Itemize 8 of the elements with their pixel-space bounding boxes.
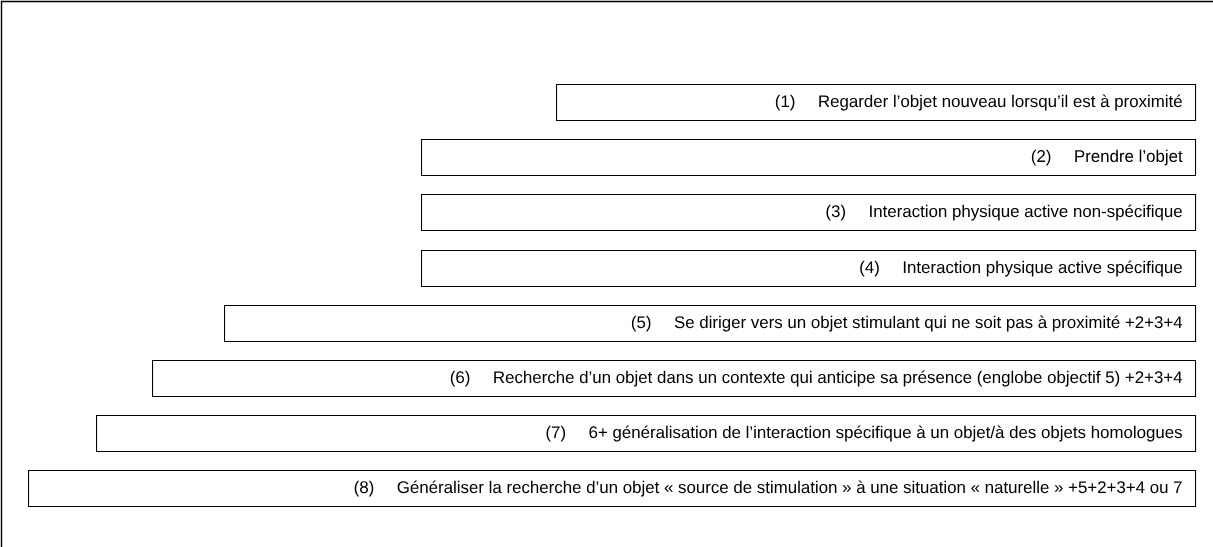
step-box: (8) Généraliser la recherche d’un objet « source de stimulation » à une situation « naturelle » +5+2+3+4 ou 7 — [28, 470, 1197, 508]
step-box: (2) Prendre l’objet — [421, 139, 1197, 177]
step-box: (6) Recherche d’un objet dans un contexte qui anticipe sa présence (englobe objectif 5) +2+3+4 — [152, 360, 1197, 398]
step-box: (7) 6+ généralisation de l’interaction spécifique à un objet/à des objets homologues — [96, 415, 1197, 453]
step-box: (5) Se diriger vers un objet stimulant qui ne soit pas à proximité +2+3+4 — [224, 305, 1197, 343]
step-box: (3) Interaction physique active non-spécifique — [421, 194, 1197, 232]
step-box: (1) Regarder l’objet nouveau lorsqu’il est à proximité — [556, 84, 1197, 122]
step-box: (4) Interaction physique active spécifique — [421, 250, 1197, 288]
